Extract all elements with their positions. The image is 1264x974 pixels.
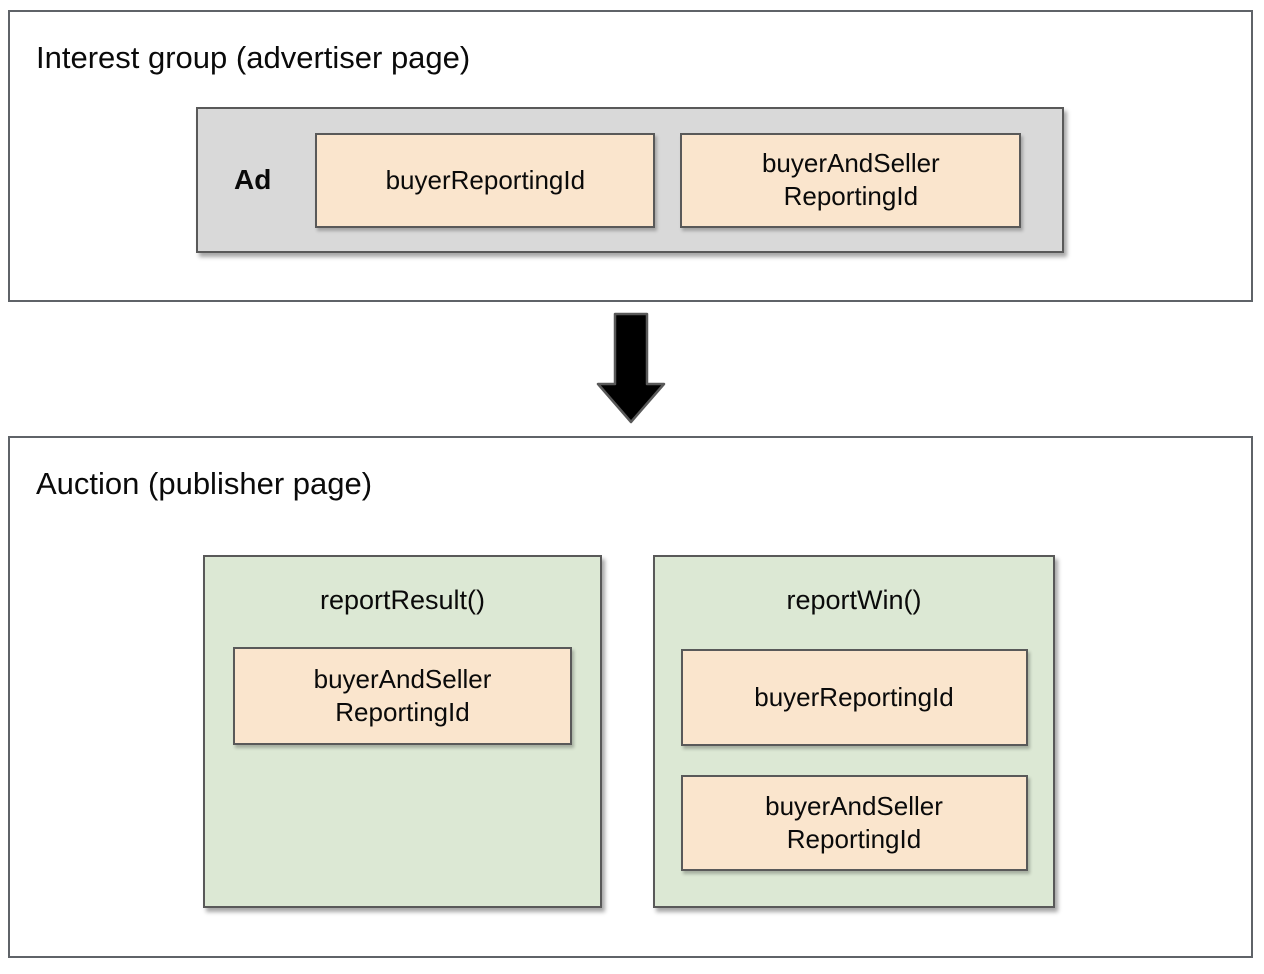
ad-box: Ad buyerReportingId buyerAndSeller Repor… <box>196 107 1064 253</box>
auction-title: Auction (publisher page) <box>36 466 373 501</box>
buyer-and-seller-reporting-id-chip: buyerAndSeller ReportingId <box>680 132 1022 228</box>
report-result-box: reportResult() buyerAndSeller ReportingI… <box>203 555 602 908</box>
report-win-label: reportWin() <box>786 585 922 615</box>
interest-group-title: Interest group (advertiser page) <box>36 40 471 75</box>
report-win-box: reportWin() buyerReportingId buyerAndSel… <box>653 555 1055 908</box>
report-result-label: reportResult() <box>319 585 486 615</box>
ad-label: Ad <box>234 164 272 195</box>
interest-group-section: Interest group (advertiser page) Ad buye… <box>8 10 1253 302</box>
buyer-and-seller-reporting-id-chip: buyerAndSeller ReportingId <box>680 775 1028 871</box>
buyer-reporting-id-chip: buyerReportingId <box>315 132 656 228</box>
auction-section: Auction (publisher page) reportResult() … <box>8 436 1253 958</box>
buyer-and-seller-reporting-id-chip: buyerAndSeller ReportingId <box>233 647 572 745</box>
down-arrow-icon <box>596 312 666 424</box>
buyer-reporting-id-chip: buyerReportingId <box>680 649 1028 746</box>
